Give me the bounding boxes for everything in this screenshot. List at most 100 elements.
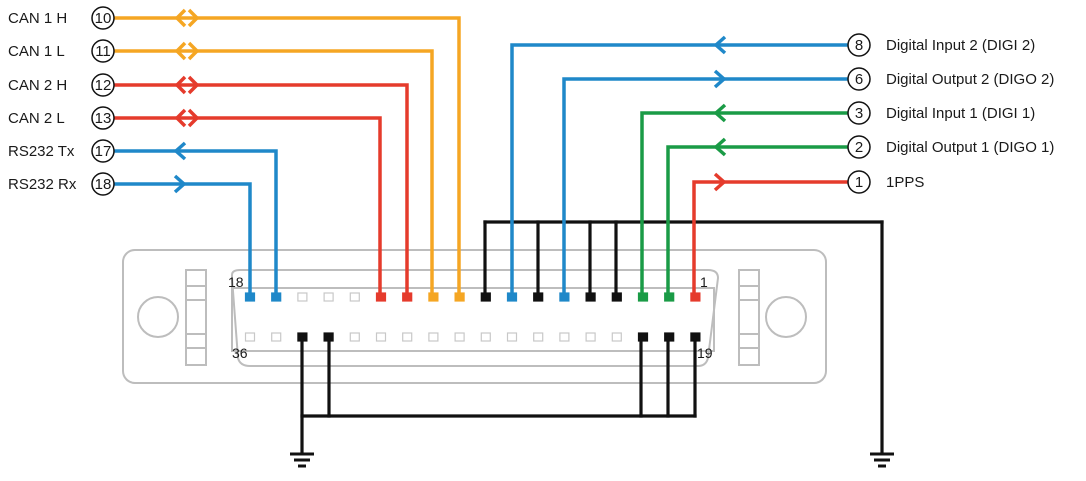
pin-badge [91, 73, 115, 97]
pin-badge [847, 101, 871, 125]
pin [349, 332, 360, 342]
pin [244, 292, 256, 302]
signal-label-rs232rx: RS232 Rx [8, 176, 77, 193]
right-pin-badges [847, 33, 871, 194]
wire [114, 16, 461, 294]
wire [692, 180, 848, 294]
signal-label-can1h: CAN 1 H [8, 10, 67, 27]
pin-number: 2 [855, 139, 863, 156]
left-pin-numbers: 10 11 12 13 17 18 [95, 10, 112, 193]
signal-label-digi2: Digital Input 2 (DIGI 2) [886, 37, 1035, 54]
signal-label-digi1: Digital Input 1 (DIGI 1) [886, 105, 1035, 122]
pin-number: 11 [95, 43, 111, 60]
connector-label-bottom-left: 36 [232, 345, 248, 361]
double-arrow-icon [174, 75, 200, 95]
right-latch [738, 269, 760, 366]
pin [375, 292, 387, 302]
wire [114, 149, 278, 294]
pin [454, 292, 465, 302]
double-arrow-icon [174, 8, 200, 28]
pin [297, 292, 308, 302]
wire [114, 49, 434, 294]
pin [480, 332, 491, 342]
pin [402, 332, 413, 342]
pin [559, 292, 570, 302]
pin [271, 292, 282, 302]
pin [244, 332, 256, 342]
pin [454, 332, 465, 342]
connector-label-top-left: 18 [228, 274, 244, 290]
pin-badge [847, 135, 871, 159]
arrow-icon [173, 174, 187, 194]
pin [637, 292, 649, 302]
pin-number: 12 [95, 77, 112, 94]
signal-label-digo1: Digital Output 1 (DIGO 1) [886, 139, 1054, 156]
bottom-pin-row [244, 332, 701, 342]
pin-badge [847, 67, 871, 91]
connector-d-shape [231, 269, 720, 367]
ground-icon [870, 452, 894, 468]
pin [375, 332, 387, 342]
connector-flange [122, 249, 827, 384]
double-arrow-icon [174, 108, 200, 128]
pin-number: 17 [95, 143, 112, 160]
connector-label-top-right: 1 [700, 274, 708, 290]
right-signal-labels: Digital Input 2 (DIGI 2) Digital Output … [886, 37, 1054, 191]
signal-label-rs232tx: RS232 Tx [8, 143, 75, 160]
pin-number: 1 [855, 174, 863, 191]
signal-label-digo2: Digital Output 2 (DIGO 2) [886, 71, 1054, 88]
right-pin-numbers: 8 6 3 2 1 [855, 37, 863, 191]
arrow-icon [173, 141, 187, 161]
pin [506, 292, 518, 302]
wire [510, 43, 848, 294]
arrow-icon [713, 103, 727, 123]
pin-number: 13 [95, 110, 112, 127]
pin [349, 292, 360, 302]
pin [428, 332, 439, 342]
pin-badge [847, 170, 871, 194]
pin [428, 292, 439, 302]
wire [562, 77, 848, 294]
wire [114, 182, 252, 294]
pin [585, 332, 596, 342]
pin-number: 10 [95, 10, 112, 27]
pin-badge [91, 172, 115, 196]
wire [666, 145, 848, 294]
signal-label-1pps: 1PPS [886, 174, 924, 191]
pin [323, 292, 334, 302]
mounting-hole-icon [137, 296, 179, 338]
pin [402, 292, 413, 302]
ground-wiring [300, 220, 884, 454]
wire [114, 116, 382, 294]
pin-badge [91, 106, 115, 130]
pin [690, 292, 701, 302]
left-pin-badges [91, 6, 115, 196]
pin [559, 332, 570, 342]
pin-number: 18 [95, 176, 112, 193]
ground-icon [290, 452, 314, 468]
left-signal-labels: CAN 1 H CAN 1 L CAN 2 H CAN 2 L RS232 Tx… [8, 10, 77, 193]
top-pin-row [244, 292, 701, 302]
pin-number: 3 [855, 105, 863, 122]
pin [637, 332, 649, 342]
arrow-icon [713, 172, 727, 192]
arrow-icon [713, 35, 727, 55]
wire [640, 111, 848, 294]
arrow-icon [713, 137, 727, 157]
pin [533, 332, 544, 342]
pin-badge [91, 6, 115, 30]
double-arrow-icon [174, 41, 200, 61]
signal-label-can2l: CAN 2 L [8, 110, 65, 127]
connector-shell [122, 249, 827, 384]
pin-badge [847, 33, 871, 57]
connector-label-bottom-right: 19 [697, 345, 713, 361]
pin-number: 8 [855, 37, 863, 54]
pin-badge [91, 139, 115, 163]
wire [114, 83, 409, 294]
pin-badge [91, 39, 115, 63]
signal-label-can1l: CAN 1 L [8, 43, 65, 60]
connector-inner-face [231, 287, 715, 352]
mounting-hole-icon [765, 296, 807, 338]
pin [506, 332, 518, 342]
